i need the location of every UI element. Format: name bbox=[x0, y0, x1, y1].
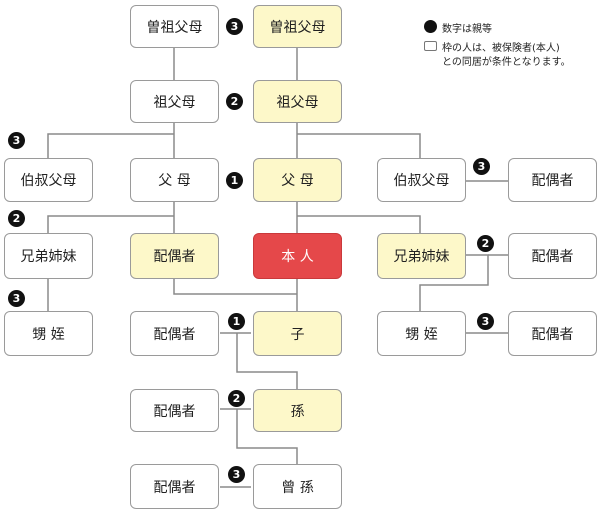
legend-kinship-text: 数字は親等 bbox=[442, 24, 492, 35]
box-parents-framed: 父 母 bbox=[130, 158, 219, 202]
box-parents: 父 母 bbox=[253, 158, 342, 202]
box-child-spouse: 配偶者 bbox=[130, 311, 219, 356]
degree-badge-uncle-aunt-left: 3 bbox=[8, 132, 25, 149]
box-nephew-niece-right: 甥 姪 bbox=[377, 311, 466, 356]
degree-badge-siblings-right-spouse: 2 bbox=[477, 235, 494, 252]
box-great-grandparents-framed: 曽祖父母 bbox=[130, 5, 219, 48]
degree-badge-uncle-aunt-right-spouse: 3 bbox=[473, 158, 490, 175]
box-great-grandchild: 曾 孫 bbox=[253, 464, 342, 509]
box-grandchild: 孫 bbox=[253, 389, 342, 432]
degree-badge-siblings-left: 2 bbox=[8, 210, 25, 227]
box-siblings-right-spouse: 配偶者 bbox=[508, 233, 597, 279]
degree-badge-grandparents: 2 bbox=[226, 93, 243, 110]
box-grandparents: 祖父母 bbox=[253, 80, 342, 123]
box-siblings-left: 兄弟姉妹 bbox=[4, 233, 93, 279]
degree-badge-great-grandchild: 3 bbox=[228, 466, 245, 483]
box-child: 子 bbox=[253, 311, 342, 356]
box-grandchild-spouse: 配偶者 bbox=[130, 389, 219, 432]
box-uncle-aunt-right-spouse: 配偶者 bbox=[508, 158, 597, 202]
box-great-grandchild-spouse: 配偶者 bbox=[130, 464, 219, 509]
degree-badge-parents: 1 bbox=[226, 172, 243, 189]
degree-badge-nephew-niece-left: 3 bbox=[8, 290, 25, 307]
box-uncle-aunt-left: 伯叔父母 bbox=[4, 158, 93, 202]
box-uncle-aunt-right: 伯叔父母 bbox=[377, 158, 466, 202]
box-nephew-niece-right-spouse: 配偶者 bbox=[508, 311, 597, 356]
legend-dot-icon bbox=[424, 20, 437, 33]
box-grandparents-framed: 祖父母 bbox=[130, 80, 219, 123]
legend-note-line1: 枠の人は、被保険者(本人) bbox=[442, 43, 560, 54]
box-spouse: 配偶者 bbox=[130, 233, 219, 279]
degree-badge-great-grandparents: 3 bbox=[226, 18, 243, 35]
box-nephew-niece-left: 甥 姪 bbox=[4, 311, 93, 356]
degree-badge-child: 1 bbox=[228, 313, 245, 330]
legend-note-line2: との同居が条件となります。 bbox=[442, 57, 571, 68]
box-self: 本 人 bbox=[253, 233, 342, 279]
degree-badge-grandchild: 2 bbox=[228, 390, 245, 407]
degree-badge-nephew-niece-right-spouse: 3 bbox=[477, 313, 494, 330]
box-siblings-right: 兄弟姉妹 bbox=[377, 233, 466, 279]
box-great-grandparents: 曽祖父母 bbox=[253, 5, 342, 48]
legend-frame-icon bbox=[424, 41, 437, 51]
